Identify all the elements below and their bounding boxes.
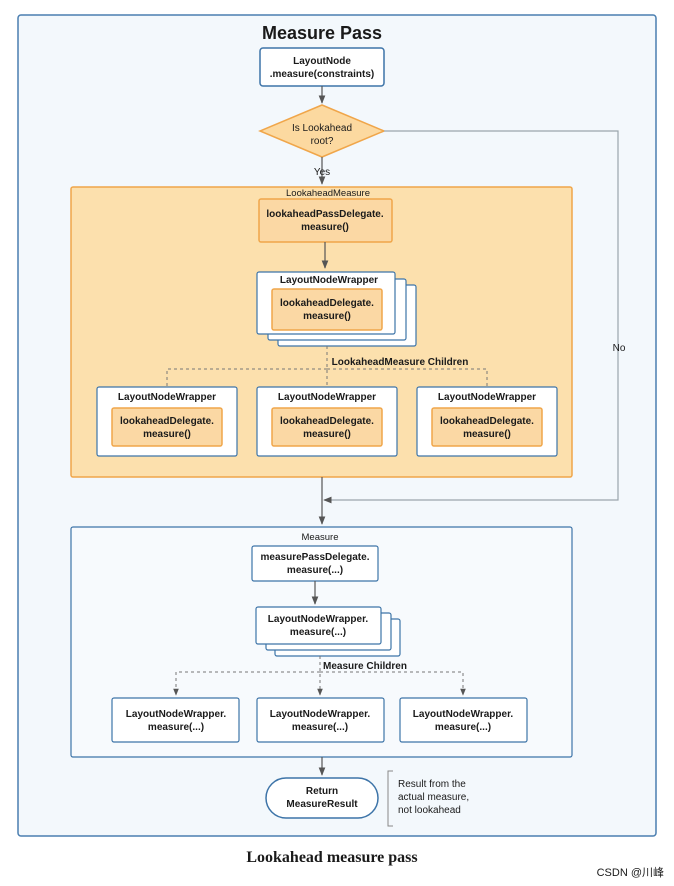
measure-child-2 (256, 697, 385, 743)
measure-child-1 (111, 697, 240, 743)
measure-pass-line2: measure(...) (287, 565, 343, 576)
result-line1: Return (306, 786, 338, 797)
measure-stack-line2: measure(...) (290, 627, 346, 638)
note-bracket (387, 770, 393, 827)
measure-child-3 (399, 697, 528, 743)
watermark: CSDN @川峰 (597, 866, 664, 879)
note-line1: Result from the (398, 779, 466, 790)
lookahead-child-3-inner (431, 407, 543, 447)
lookahead-child-1-inner (111, 407, 223, 447)
stack-inner-line2: measure() (303, 311, 351, 322)
lookahead-group-label: LookaheadMeasure (286, 188, 370, 199)
lookahead-child-1-line1: lookaheadDelegate. (120, 416, 214, 427)
measure-children-branch-right (320, 671, 466, 696)
decision-line1: Is Lookahead (292, 123, 352, 134)
measure-stack-front (255, 606, 382, 645)
result-line2: MeasureResult (286, 799, 358, 810)
measure-child-2-line2: measure(...) (292, 722, 348, 733)
lookahead-child-3-line2: measure() (463, 429, 511, 440)
note-line3: not lookahead (398, 805, 461, 816)
start-node-line2: .measure(constraints) (270, 69, 374, 80)
measure-child-3-line2: measure(...) (435, 722, 491, 733)
figure-caption: Lookahead measure pass (246, 849, 417, 866)
lookahead-pass-line2: measure() (301, 222, 349, 233)
note-line2: actual measure, (398, 792, 469, 803)
decision-line2: root? (311, 136, 334, 147)
start-node-line1: LayoutNode (293, 56, 351, 67)
lookahead-child-3-label: LayoutNodeWrapper (438, 392, 536, 403)
measure-child-1-line1: LayoutNodeWrapper. (126, 709, 227, 720)
lookahead-child-1-line2: measure() (143, 429, 191, 440)
start-node-box (259, 47, 385, 87)
lookahead-pass-line1: lookaheadPassDelegate. (266, 209, 383, 220)
stack-inner-box (271, 288, 383, 331)
lookahead-pass-box (258, 198, 393, 243)
lookahead-child-2-line1: lookaheadDelegate. (280, 416, 374, 427)
lookahead-child-2-inner (271, 407, 383, 447)
measure-children-label: Measure Children (323, 661, 407, 672)
measure-child-2-line1: LayoutNodeWrapper. (270, 709, 371, 720)
measure-children-branch-left (173, 671, 320, 696)
stack-wrapper-label: LayoutNodeWrapper (280, 275, 378, 286)
measure-stack-line1: LayoutNodeWrapper. (268, 614, 369, 625)
measure-child-1-line2: measure(...) (148, 722, 204, 733)
measure-child-3-line1: LayoutNodeWrapper. (413, 709, 514, 720)
no-label: No (613, 343, 626, 354)
lookahead-child-3-line1: lookaheadDelegate. (440, 416, 534, 427)
stack-inner-line1: lookaheadDelegate. (280, 298, 374, 309)
diagram-title: Measure Pass (262, 23, 382, 43)
measure-group-label: Measure (302, 532, 339, 543)
measure-pass-line1: measurePassDelegate. (261, 552, 370, 563)
result-terminal (265, 777, 379, 819)
arrow-no (323, 130, 619, 504)
yes-label: Yes (314, 167, 330, 178)
lookahead-child-1-label: LayoutNodeWrapper (118, 392, 216, 403)
lookahead-child-2-line2: measure() (303, 429, 351, 440)
lookahead-children-label: LookaheadMeasure Children (332, 357, 469, 368)
lookahead-child-2-label: LayoutNodeWrapper (278, 392, 376, 403)
